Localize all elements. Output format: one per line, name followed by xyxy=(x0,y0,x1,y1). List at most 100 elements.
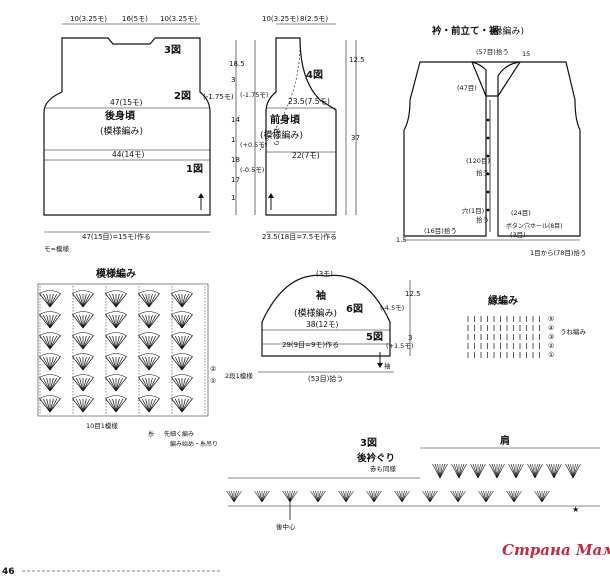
edging-chart: 縁編み ⑤ ④ ③ ② ① うね編み xyxy=(467,294,587,359)
collar-bottom-center: 1目から(78目)拾う xyxy=(530,248,586,257)
collar-bottom-r: (3目) xyxy=(510,231,526,239)
fan-stitch xyxy=(137,374,161,392)
fan-stitch xyxy=(38,374,62,392)
sleeve-width: 38(12モ) xyxy=(306,320,339,329)
neck-center-back: 後中心 xyxy=(276,522,296,531)
sleeve-piece: (3モ) 袖 6図 (模様編み) 38(12モ) 5図 29(9目=9モ)作る … xyxy=(258,270,421,383)
height-5: 17 xyxy=(231,176,240,184)
front-top-right: 8(2.5モ) xyxy=(300,15,328,23)
fan-stitch xyxy=(104,374,128,392)
fan-stitch-grid xyxy=(38,286,206,414)
neck-fan xyxy=(451,463,467,479)
fan-stitch xyxy=(104,311,128,329)
neck-fan xyxy=(489,463,505,479)
sleeve-top: (3モ) xyxy=(316,270,333,278)
fan-stitch xyxy=(170,332,194,350)
back-body-piece: 10(3.25モ) 16(5モ) 10(3.25モ) 3図 2図 (-1.75モ… xyxy=(43,15,234,253)
neck-chart: 3図 後衿ぐり 赤も同様 肩 後中心 ★ xyxy=(226,434,600,531)
buttonhole-dot xyxy=(486,154,490,158)
neck-sublabel: 赤も同様 xyxy=(370,464,397,473)
back-top-mid: 16(5モ) xyxy=(122,15,148,23)
sleeve-side-top: (-4.5モ) xyxy=(380,304,404,312)
collar-band-piece: 衿・前立て・裾 (縁編み) (57目)拾う 15 (47目) (120目) 拾う… xyxy=(396,25,586,257)
fan-stitch xyxy=(71,395,95,413)
fan-stitch xyxy=(38,353,62,371)
watermark: Страна Мам xyxy=(502,541,610,559)
pattern-stitch-chart: 模様編み ② ① 2段1模様 10目1模様 糸 先細く編み 編み始め・糸吊り xyxy=(37,267,253,448)
back-hem-label: モ=模様 xyxy=(44,244,69,253)
collar-r24: (24目) xyxy=(511,209,531,217)
pattern-row1: ① xyxy=(210,377,216,385)
collar-hole2: 拾う xyxy=(476,215,489,224)
fan-stitch xyxy=(38,332,62,350)
collar-hole: 穴(1目) xyxy=(462,206,484,215)
front-fig: 4図 xyxy=(306,69,323,81)
height-6: 1 xyxy=(231,194,235,202)
neck-fan xyxy=(527,463,543,479)
buttonhole-dot xyxy=(486,172,490,176)
front-top-left: 10(3.25モ) xyxy=(262,15,299,23)
sleeve-title: 袖 xyxy=(315,289,326,302)
neck-fan-low xyxy=(338,490,354,503)
side-dimensions: 18.5 3 14 1 18 17 1 (-1.75モ) (+0.5モ) (-0… xyxy=(229,40,268,215)
neck-star: ★ xyxy=(572,505,579,514)
fan-stitch xyxy=(137,311,161,329)
neck-fan-low xyxy=(534,490,550,503)
height-1: 3 xyxy=(231,76,235,84)
fan-stitch xyxy=(137,395,161,413)
collar-size: 1.5 xyxy=(396,236,406,244)
neck-fan xyxy=(565,463,581,479)
collar-mid-sub: 拾う xyxy=(476,168,489,177)
height-3: 1 xyxy=(231,136,235,144)
back-fig-mid: 2図 xyxy=(174,90,191,102)
neck-fan xyxy=(432,463,448,479)
fan-stitch xyxy=(137,353,161,371)
neck-fan-low xyxy=(366,490,382,503)
collar-subtitle: (縁編み) xyxy=(490,25,524,37)
back-title: 後身頃 xyxy=(105,109,136,122)
buttonhole-markers xyxy=(486,118,490,212)
back-top-left: 10(3.25モ) xyxy=(70,15,107,23)
fan-stitch xyxy=(104,353,128,371)
sleeve-subtitle: (模様編み) xyxy=(294,307,337,319)
edging-title: 縁編み xyxy=(488,294,518,307)
collar-left-label: (47目) xyxy=(457,84,477,92)
sleeve-right-h0: 12.5 xyxy=(405,290,421,298)
neck-fan xyxy=(470,463,486,479)
neck-fan-low xyxy=(254,490,270,503)
fan-stitch xyxy=(71,353,95,371)
height-0: 18.5 xyxy=(229,60,245,68)
edging-row1: ① xyxy=(548,351,554,359)
edging-row4: ④ xyxy=(548,324,554,332)
edging-row3: ③ xyxy=(548,333,554,341)
fan-stitch xyxy=(38,311,62,329)
neck-fan-low xyxy=(422,490,438,503)
fan-stitch xyxy=(104,332,128,350)
front-side-minus1: (-1.75モ) xyxy=(240,91,268,99)
front-right-h0: 12.5 xyxy=(349,56,365,64)
neck-fan-low xyxy=(506,490,522,503)
pattern-row2: ② xyxy=(210,365,216,373)
collar-bottom-l: (16目)拾う xyxy=(424,226,457,235)
neck-label: 後衿ぐり xyxy=(357,452,395,464)
back-chest: 47(15モ) xyxy=(110,98,143,107)
collar-top: (57目)拾う xyxy=(476,47,509,56)
buttonhole-dot xyxy=(486,136,490,140)
back-waist: 44(14モ) xyxy=(112,150,145,159)
back-top-right: 10(3.25モ) xyxy=(160,15,197,23)
fan-stitch xyxy=(38,290,62,308)
front-title: 前身頃 xyxy=(270,113,301,126)
collar-button: ボタン穴ホール(8目) xyxy=(506,222,563,230)
neck-fan-low xyxy=(394,490,410,503)
fan-stitch xyxy=(137,332,161,350)
neck-fan-low xyxy=(310,490,326,503)
front-bottom: 23.5(18目=7.5モ)作る xyxy=(262,232,337,241)
fan-stitch xyxy=(170,290,194,308)
front-waist: 22(7モ) xyxy=(292,151,320,160)
fan-stitch xyxy=(71,332,95,350)
edging-label: うね編み xyxy=(560,327,587,336)
fan-stitch xyxy=(71,290,95,308)
front-subtitle: (模様編み) xyxy=(260,129,303,141)
neck-fig: 3図 xyxy=(360,437,377,449)
